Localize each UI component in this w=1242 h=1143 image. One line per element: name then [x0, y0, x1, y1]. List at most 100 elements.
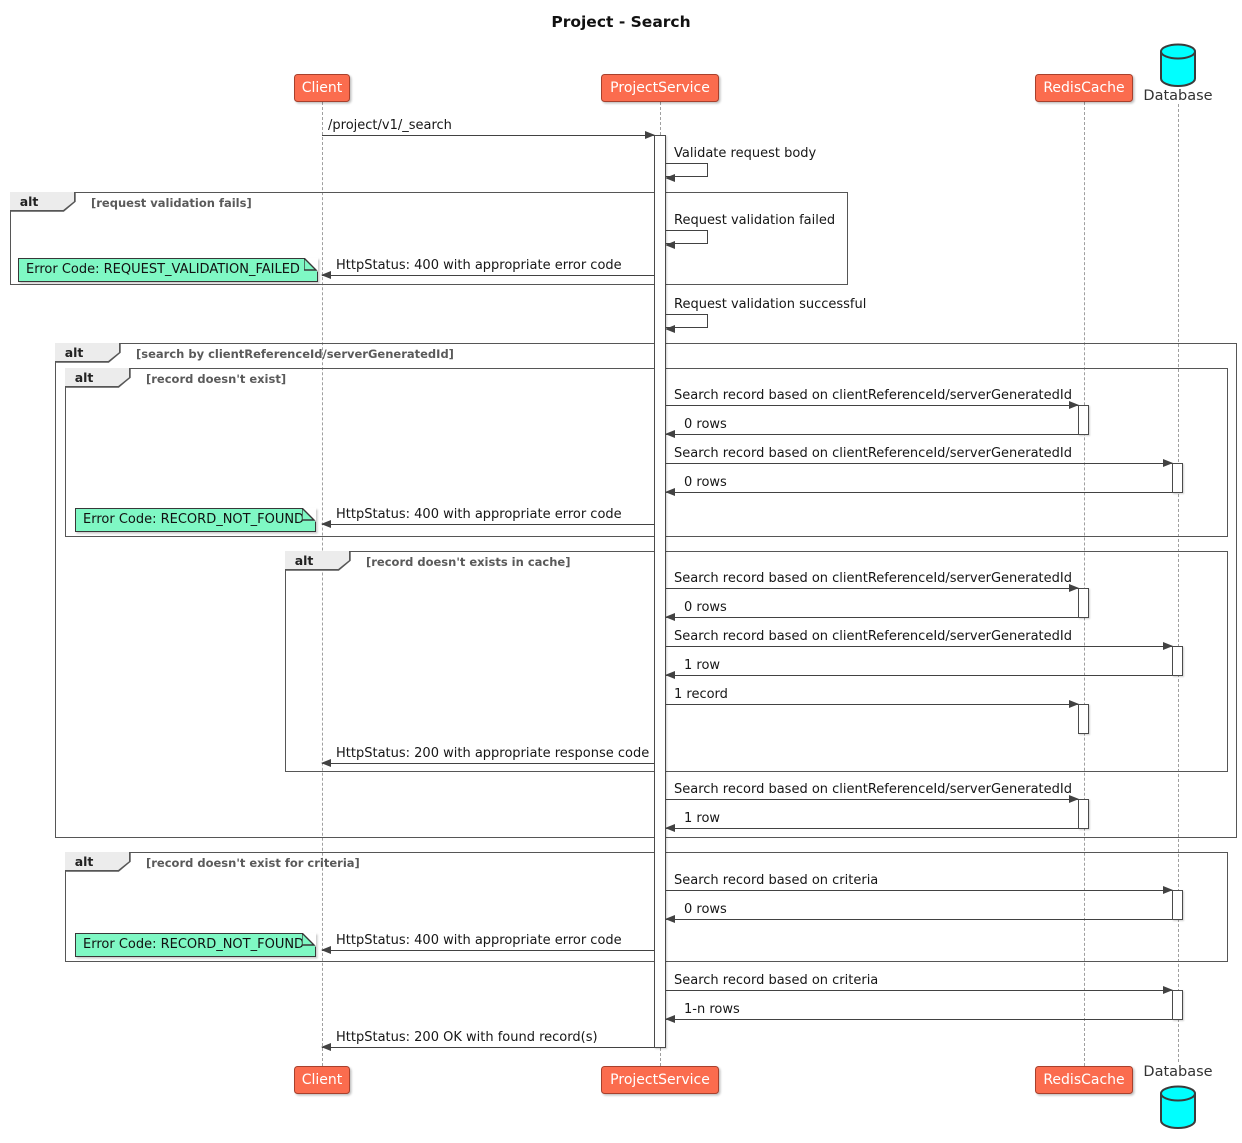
alt-operator-tab: alt — [9, 191, 76, 212]
message-arrow — [665, 670, 1172, 679]
message-label: /project/v1/_search — [328, 118, 452, 133]
note-record-not-found: Error Code: RECORD_NOT_FOUND — [75, 932, 317, 957]
note-record-not-found: Error Code: RECORD_NOT_FOUND — [75, 507, 317, 532]
message-label: Search record based on criteria — [674, 973, 879, 988]
activation-database — [1172, 463, 1183, 493]
message-label: HttpStatus: 400 with appropriate error c… — [336, 258, 622, 273]
message-label: HttpStatus: 400 with appropriate error c… — [336, 507, 622, 522]
lifeline-client — [321, 102, 323, 1066]
self-message-arrow — [665, 314, 708, 333]
message-label: HttpStatus: 200 OK with found record(s) — [336, 1030, 598, 1045]
message-label: HttpStatus: 400 with appropriate error c… — [336, 933, 622, 948]
participant-database-top: Database — [1143, 88, 1213, 104]
message-arrow — [665, 914, 1172, 923]
message-arrow — [665, 823, 1078, 832]
lifeline-projectservice — [659, 1048, 661, 1066]
self-message-arrow — [665, 163, 708, 182]
message-arrow — [666, 400, 1079, 409]
message-label: 0 rows — [684, 902, 727, 917]
note-fold-icon — [304, 257, 319, 272]
note-text: Error Code: RECORD_NOT_FOUND — [83, 512, 305, 527]
message-arrow — [666, 583, 1079, 592]
message-arrow — [665, 1014, 1172, 1023]
message-arrow — [322, 130, 655, 139]
message-label: 0 rows — [684, 475, 727, 490]
message-arrow — [666, 885, 1173, 894]
message-label: Search record based on clientReferenceId… — [674, 782, 1072, 797]
database-icon-bottom — [1160, 1085, 1196, 1130]
alt-operator-tab: alt — [54, 342, 121, 363]
note-fold-icon — [302, 507, 317, 522]
message-arrow — [321, 519, 654, 528]
participant-client-bottom: Client — [294, 1066, 350, 1094]
participant-projectservice-bottom: ProjectService — [601, 1066, 719, 1094]
message-arrow — [321, 270, 654, 279]
message-label: Search record based on criteria — [674, 873, 879, 888]
message-label: Search record based on clientReferenceId… — [674, 446, 1072, 461]
alt-operator-tab: alt — [64, 851, 131, 872]
message-label: Request validation failed — [674, 213, 836, 228]
alt-operator-label: alt — [64, 367, 130, 387]
alt-fragment-record-not-exist: alt [record doesn't exist] — [64, 367, 1228, 537]
alt-guard: [record doesn't exist] — [146, 372, 287, 386]
activation-database — [1172, 646, 1183, 676]
database-icon-top — [1160, 43, 1196, 88]
message-label: HttpStatus: 200 with appropriate respons… — [336, 746, 650, 761]
message-label: 1 record — [674, 687, 728, 702]
alt-operator-label: alt — [9, 191, 75, 211]
participant-rediscache-top: RedisCache — [1035, 74, 1133, 102]
alt-operator-tab: alt — [284, 550, 351, 571]
message-arrow — [666, 985, 1173, 994]
activation-database — [1172, 990, 1183, 1020]
message-label: Request validation successful — [674, 297, 867, 312]
activation-projectservice — [654, 135, 666, 1048]
alt-operator-label: alt — [284, 550, 350, 570]
message-label: Search record based on clientReferenceId… — [674, 571, 1072, 586]
message-arrow — [321, 1042, 654, 1051]
activation-rediscache — [1078, 588, 1089, 618]
alt-guard: [record doesn't exists in cache] — [366, 555, 571, 569]
participant-rediscache-bottom: RedisCache — [1035, 1066, 1133, 1094]
note-fold-icon — [302, 932, 317, 947]
note-text: Error Code: REQUEST_VALIDATION_FAILED — [26, 262, 300, 277]
alt-fragment-record-not-exist-criteria: alt [record doesn't exist for criteria] — [64, 851, 1228, 962]
self-message-arrow — [665, 230, 708, 249]
activation-rediscache — [1078, 704, 1089, 734]
alt-fragment-search-by-id: alt [search by clientReferenceId/serverG… — [54, 342, 1237, 838]
alt-fragment-record-not-in-cache: alt [record doesn't exists in cache] — [284, 550, 1228, 772]
message-label: 1 row — [684, 658, 721, 673]
alt-guard: [request validation fails] — [91, 196, 252, 210]
alt-guard: [search by clientReferenceId/serverGener… — [136, 347, 454, 361]
lifeline-database — [1177, 104, 1179, 1062]
message-arrow — [321, 758, 654, 767]
message-arrow — [665, 612, 1078, 621]
alt-operator-label: alt — [64, 851, 130, 871]
message-arrow — [666, 641, 1173, 650]
message-label: Validate request body — [674, 146, 817, 161]
lifeline-projectservice — [659, 102, 661, 135]
page-title: Project - Search — [551, 13, 691, 31]
activation-database — [1172, 890, 1183, 920]
alt-fragment-validation-fails: alt [request validation fails] — [9, 191, 848, 285]
alt-operator-label: alt — [54, 342, 120, 362]
message-label: 1-n rows — [684, 1002, 740, 1017]
alt-guard: [record doesn't exist for criteria] — [146, 856, 360, 870]
activation-rediscache — [1078, 799, 1089, 829]
participant-client-top: Client — [294, 74, 350, 102]
participant-projectservice-top: ProjectService — [601, 74, 719, 102]
message-arrow — [665, 429, 1078, 438]
message-arrow — [666, 794, 1079, 803]
message-label: 1 row — [684, 811, 721, 826]
lifeline-rediscache — [1083, 102, 1085, 1066]
message-arrow — [665, 487, 1172, 496]
note-text: Error Code: RECORD_NOT_FOUND — [83, 937, 305, 952]
message-label: 0 rows — [684, 417, 727, 432]
message-arrow — [666, 699, 1079, 708]
message-label: 0 rows — [684, 600, 727, 615]
message-label: Search record based on clientReferenceId… — [674, 388, 1072, 403]
message-arrow — [666, 458, 1173, 467]
message-arrow — [321, 945, 654, 954]
message-label: Search record based on clientReferenceId… — [674, 629, 1072, 644]
alt-operator-tab: alt — [64, 367, 131, 388]
